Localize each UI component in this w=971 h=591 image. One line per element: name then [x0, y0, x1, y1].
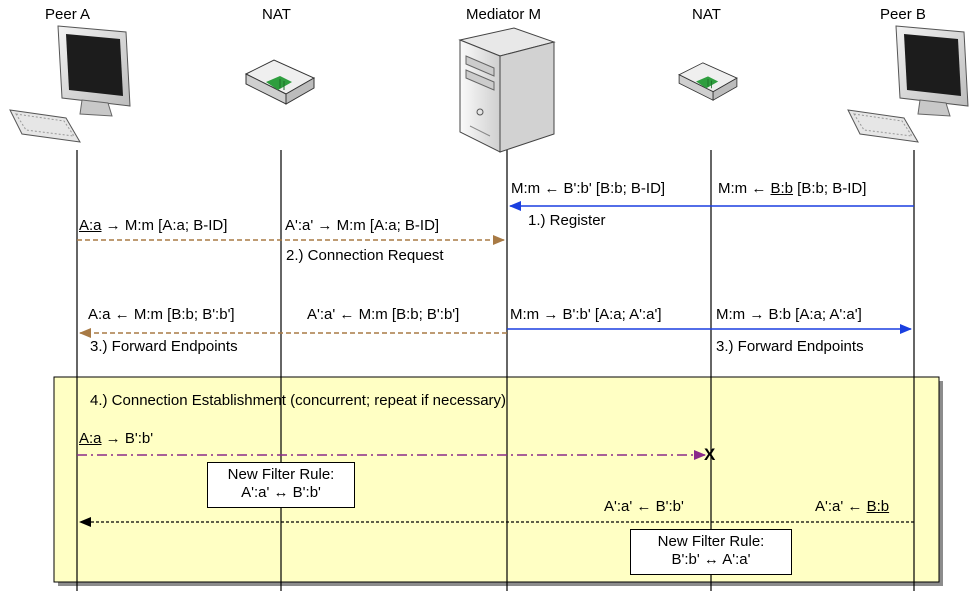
filter-rule-nat-a-value: A':a' ↔ B':b' [241, 484, 321, 501]
punch-msg-nat-b: A':a' ← B':b' [604, 498, 684, 515]
header-peer-b: Peer B [880, 6, 926, 23]
header-nat-b: NAT [692, 6, 721, 23]
register-msg-peer-b: M:m ← B:b [B:b; B-ID] [718, 180, 867, 197]
filter-rule-nat-a-title: New Filter Rule: [227, 466, 335, 483]
lifelines [76, 150, 915, 591]
forward-msg-peer-a: A:a ← M:m [B:b; B':b'] [88, 306, 235, 323]
request-caption: 2.) Connection Request [286, 247, 444, 264]
computer-icon [847, 25, 969, 143]
punch-msg-peer-b: A':a' ← B:b [815, 498, 890, 515]
forward-caption-left: 3.) Forward Endpoints [90, 338, 238, 355]
nat-router-icon [678, 62, 738, 101]
header-peer-a: Peer A [45, 6, 91, 23]
punch-msg-peer-a: A:a → B':b' [79, 430, 154, 447]
filter-rule-nat-b-value: B':b' ↔ A':a' [671, 551, 751, 568]
forward-msg-nat-b: M:m → B':b' [A:a; A':a'] [510, 306, 662, 323]
forward-msg-peer-b: M:m → B:b [A:a; A':a'] [716, 306, 862, 323]
request-msg-nat-a: A':a' → M:m [A:a; B-ID] [285, 217, 440, 234]
register-caption: 1.) Register [528, 212, 606, 229]
header-nat-a: NAT [262, 6, 291, 23]
forward-caption-right: 3.) Forward Endpoints [716, 338, 864, 355]
nat-router-icon [244, 59, 316, 105]
filter-rule-nat-a: New Filter Rule: A':a' ↔ B':b' [207, 462, 355, 508]
connection-establishment-title: 4.) Connection Establishment (concurrent… [90, 392, 507, 409]
blocked-mark: X [704, 445, 716, 464]
register-msg-nat-b: M:m ← B':b' [B:b; B-ID] [511, 180, 666, 197]
filter-rule-nat-b-title: New Filter Rule: [657, 533, 765, 550]
computer-icon [9, 25, 131, 143]
forward-msg-nat-a: A':a' ← M:m [B:b; B':b'] [307, 306, 460, 323]
header-mediator: Mediator M [466, 6, 542, 23]
filter-rule-nat-b: New Filter Rule: B':b' ↔ A':a' [630, 529, 792, 575]
request-msg-peer-a: A:a → M:m [A:a; B-ID] [79, 217, 228, 234]
server-icon [458, 27, 556, 153]
